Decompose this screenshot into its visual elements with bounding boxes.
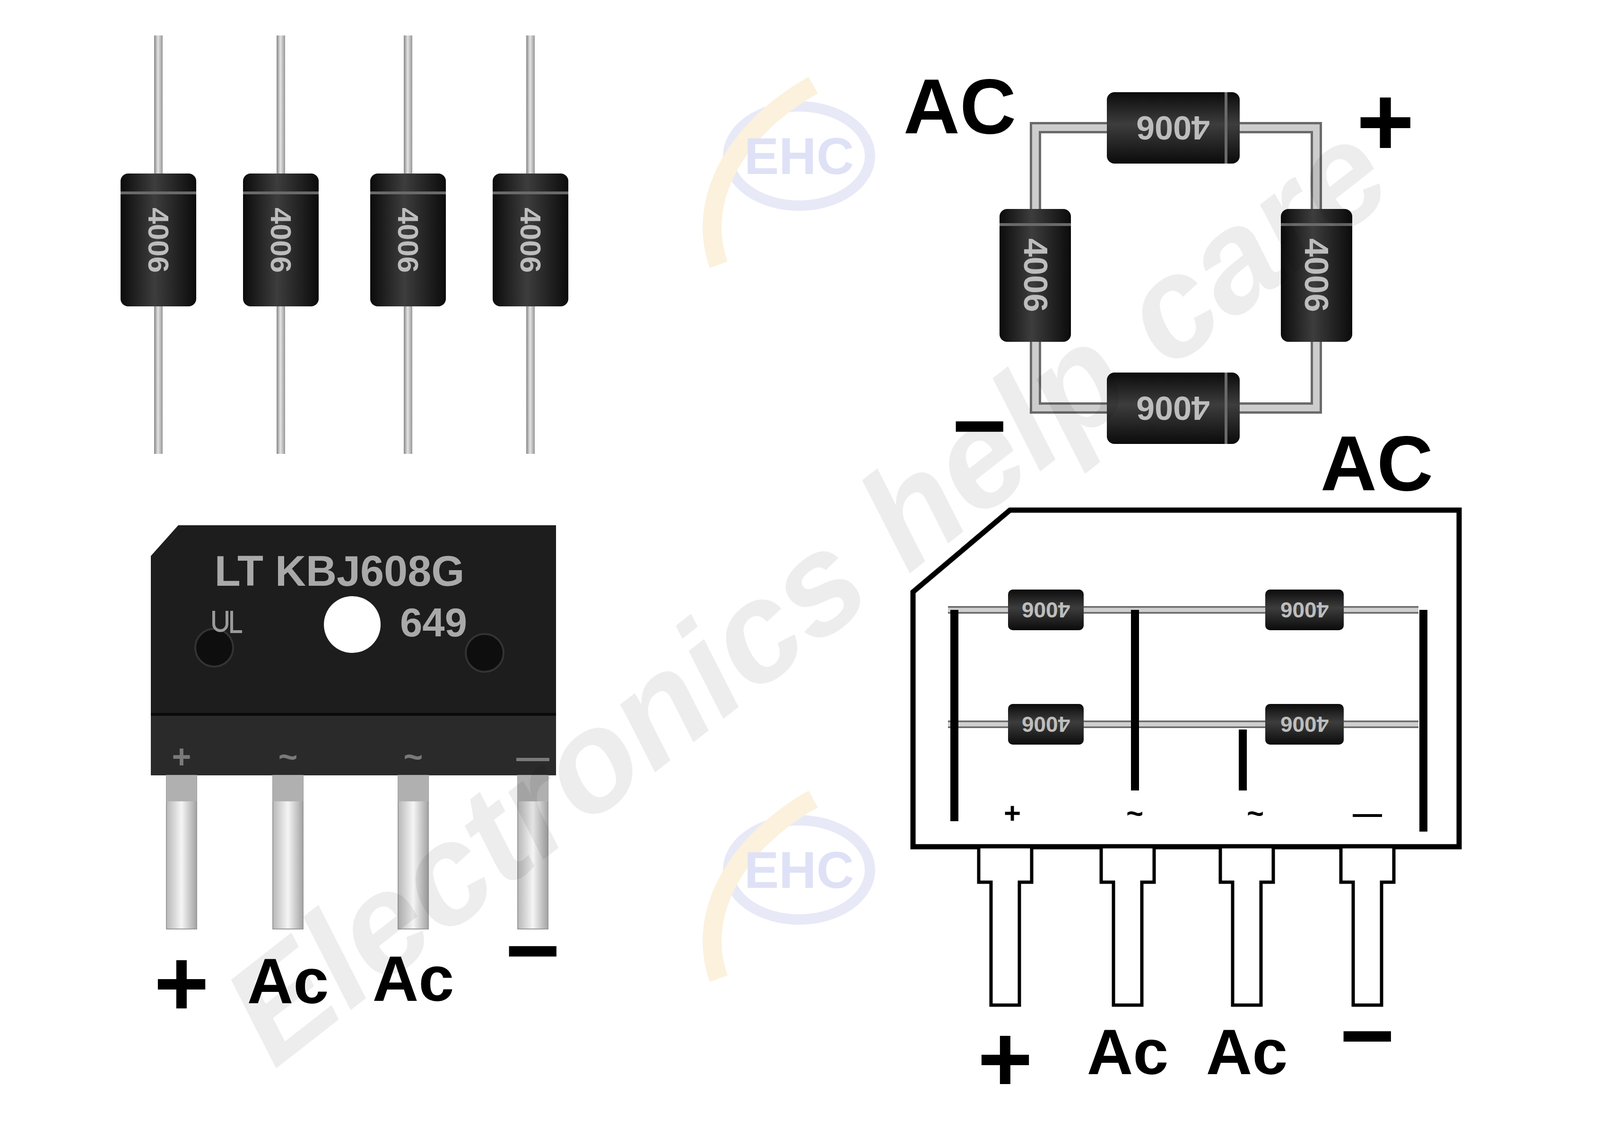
- logo-watermark: EHC: [744, 130, 854, 183]
- diode-marking: 4006: [515, 207, 546, 273]
- date-code: 649: [400, 602, 468, 643]
- pin-label: Ac: [1086, 1020, 1169, 1085]
- pin-label: Ac: [1206, 1020, 1288, 1085]
- diode-marking: 4006: [393, 207, 423, 273]
- diode-marking: 4006: [1136, 391, 1210, 425]
- diode-marking: 4006: [1021, 599, 1070, 621]
- pin-marking: +: [172, 740, 192, 774]
- package-outline: + ~ ~ —: [913, 510, 1460, 847]
- pin-label: +: [1356, 72, 1415, 172]
- diode-marking: 4006: [1021, 713, 1070, 736]
- diode-marking: 4006: [1136, 111, 1210, 145]
- pin-label: +: [977, 1011, 1034, 1107]
- pin-marking: —: [1352, 798, 1383, 828]
- pin-marking: +: [1003, 798, 1021, 828]
- logo-watermark: EHC: [744, 843, 854, 896]
- diode-marking: 4006: [1280, 713, 1329, 736]
- pin-marking: ~: [1126, 798, 1144, 828]
- pin-label: Ac: [247, 949, 330, 1014]
- pin-label: −: [505, 903, 561, 998]
- pin-label: AC: [1320, 424, 1434, 503]
- pin-label: Ac: [372, 947, 455, 1011]
- diode-marking: 4006: [1280, 599, 1329, 621]
- package-outline-drawing: [913, 510, 1460, 1006]
- pin-marking: ~: [1246, 798, 1264, 828]
- part-number: LT KBJ608G: [214, 549, 465, 593]
- diode-marking: 4006: [266, 207, 296, 273]
- pin-marking: ~: [278, 740, 298, 774]
- pin-label: −: [952, 378, 1008, 473]
- diode-marking: 4006: [1299, 238, 1333, 313]
- pin-label: −: [1339, 988, 1396, 1083]
- diode-marking: 4006: [143, 207, 174, 273]
- bridge-rectifier-body: LT KBJ608G649+~~—: [150, 525, 557, 776]
- diode-marking: 4006: [1018, 238, 1053, 313]
- pin-marking: ~: [403, 740, 424, 774]
- diode-photo: [120, 35, 569, 454]
- pin-label: AC: [903, 67, 1017, 146]
- pin-label: +: [154, 936, 210, 1031]
